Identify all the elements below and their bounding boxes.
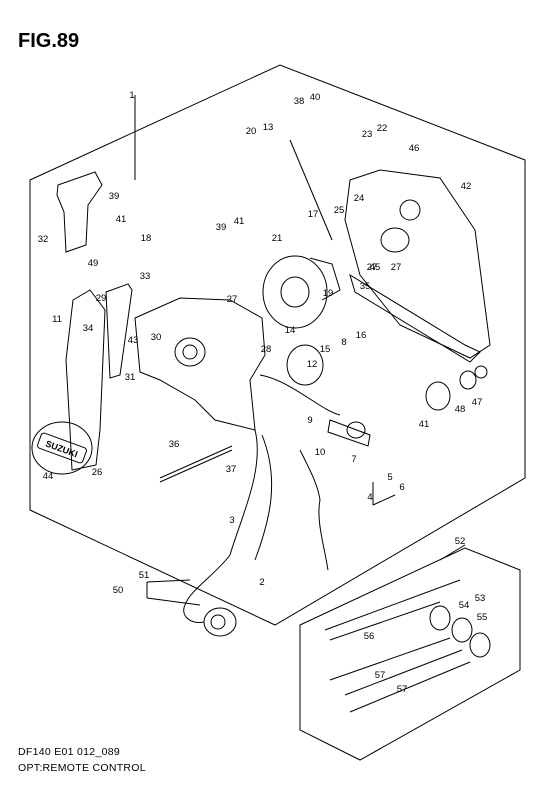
part-label-10: 10 bbox=[315, 447, 326, 458]
part-label-56: 56 bbox=[364, 631, 375, 642]
kit-frame-outline bbox=[299, 547, 521, 761]
part-label-9: 9 bbox=[307, 415, 312, 426]
part-label-51: 51 bbox=[139, 570, 150, 581]
part-label-31: 31 bbox=[125, 372, 136, 383]
part-label-21: 21 bbox=[272, 233, 283, 244]
part-label-55: 55 bbox=[477, 612, 488, 623]
part-label-37: 37 bbox=[226, 464, 237, 475]
housing bbox=[134, 297, 266, 431]
part-label-22: 22 bbox=[377, 123, 388, 134]
part-label-41: 41 bbox=[234, 216, 245, 227]
part-label-36: 36 bbox=[169, 439, 180, 450]
part-label-23: 23 bbox=[362, 129, 373, 140]
spacer bbox=[425, 381, 451, 411]
part-label-3: 3 bbox=[229, 515, 234, 526]
part-label-52: 52 bbox=[455, 536, 466, 547]
part-label-14: 14 bbox=[285, 325, 296, 336]
lever-badge bbox=[31, 421, 93, 475]
part-label-40: 40 bbox=[310, 92, 321, 103]
part-label-27: 27 bbox=[367, 262, 378, 273]
model-code: DF140 E01 012_089 bbox=[18, 746, 121, 758]
cam-disc bbox=[262, 255, 328, 329]
kit-cylinder bbox=[429, 605, 451, 631]
part-label-15: 15 bbox=[320, 344, 331, 355]
part-label-8: 8 bbox=[341, 337, 346, 348]
part-label-13: 13 bbox=[263, 122, 274, 133]
part-label-45: 45 bbox=[370, 262, 381, 273]
kit-rod bbox=[324, 579, 461, 631]
part-label-43: 43 bbox=[128, 335, 139, 346]
part-label-34: 34 bbox=[83, 323, 94, 334]
part-label-38: 38 bbox=[294, 96, 305, 107]
part-label-57: 57 bbox=[375, 670, 386, 681]
part-label-25: 25 bbox=[334, 205, 345, 216]
part-label-44: 44 bbox=[43, 471, 54, 482]
frame-outline bbox=[29, 64, 526, 626]
part-label-33: 33 bbox=[140, 271, 151, 282]
part-label-27: 27 bbox=[391, 262, 402, 273]
part-label-53: 53 bbox=[475, 593, 486, 604]
part-label-49: 49 bbox=[88, 258, 99, 269]
part-label-29: 29 bbox=[96, 293, 107, 304]
part-label-5: 5 bbox=[387, 472, 392, 483]
part-label-24: 24 bbox=[354, 193, 365, 204]
part-label-20: 20 bbox=[246, 126, 257, 137]
part-label-30: 30 bbox=[151, 332, 162, 343]
switch-body bbox=[286, 344, 324, 386]
housing-hub bbox=[174, 337, 206, 367]
handle-grip bbox=[56, 171, 103, 253]
part-label-4: 4 bbox=[367, 492, 372, 503]
wire-harness bbox=[259, 374, 341, 416]
part-label-17: 17 bbox=[308, 209, 319, 220]
figure-caption: OPT:REMOTE CONTROL bbox=[18, 762, 146, 774]
part-label-6: 6 bbox=[399, 482, 404, 493]
brand-badge: SUZUKI bbox=[44, 439, 79, 460]
control-lever bbox=[65, 289, 106, 471]
part-label-50: 50 bbox=[113, 585, 124, 596]
part-label-57: 57 bbox=[397, 684, 408, 695]
part-label-35: 35 bbox=[360, 281, 371, 292]
part-label-32: 32 bbox=[38, 234, 49, 245]
part-label-16: 16 bbox=[356, 330, 367, 341]
part-label-11: 11 bbox=[52, 314, 62, 325]
part-label-48: 48 bbox=[455, 404, 466, 415]
part-label-12: 12 bbox=[307, 359, 318, 370]
part-label-41: 41 bbox=[419, 419, 430, 430]
part-label-28: 28 bbox=[261, 344, 272, 355]
part-label-46: 46 bbox=[409, 143, 420, 154]
part-label-19: 19 bbox=[323, 288, 334, 299]
part-label-1: 1 bbox=[129, 90, 134, 101]
part-label-2: 2 bbox=[259, 577, 264, 588]
part-label-47: 47 bbox=[472, 397, 483, 408]
part-label-27: 27 bbox=[227, 294, 238, 305]
part-label-41: 41 bbox=[116, 214, 127, 225]
part-label-7: 7 bbox=[351, 454, 356, 465]
part-label-42: 42 bbox=[461, 181, 472, 192]
part-label-39: 39 bbox=[109, 191, 120, 202]
part-label-54: 54 bbox=[459, 600, 470, 611]
part-label-39: 39 bbox=[216, 222, 227, 233]
figure-title: FIG.89 bbox=[18, 30, 80, 52]
part-label-18: 18 bbox=[141, 233, 152, 244]
part-label-26: 26 bbox=[92, 467, 103, 478]
